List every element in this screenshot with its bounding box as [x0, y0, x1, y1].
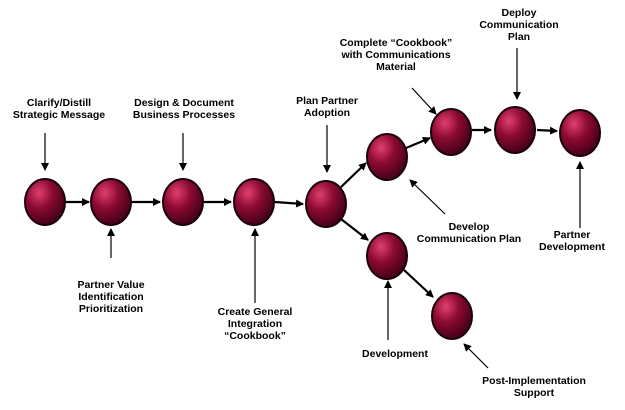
- label-post-impl: Post-Implementation Support: [482, 375, 586, 399]
- node-partner-dev: [559, 109, 601, 157]
- pointer-post-impl: [463, 343, 489, 369]
- label-clarify: Clarify/Distill Strategic Message: [12, 97, 106, 121]
- label-partner-value: Partner Value Identification Prioritizat…: [77, 279, 145, 315]
- label-design: Design & Document Business Processes: [132, 97, 236, 121]
- node-develop-comm: [366, 133, 408, 181]
- node-create-general: [233, 178, 275, 226]
- label-partner-dev: Partner Development: [539, 229, 605, 253]
- nodes: [24, 106, 601, 340]
- connectors: [64, 126, 558, 298]
- label-plan-partner: Plan Partner Adoption: [296, 95, 358, 119]
- node-design: [162, 178, 204, 226]
- node-deploy: [494, 106, 536, 154]
- pointer-complete-cookbook: [411, 87, 437, 115]
- pointer-arrows: [41, 48, 584, 369]
- connector-n6-n7: [405, 136, 431, 150]
- connector-n5-n6: [339, 162, 367, 189]
- label-development: Development: [362, 348, 428, 360]
- node-complete-cookbook: [430, 108, 472, 156]
- label-create-general: Create General Integration “Cookbook”: [217, 306, 293, 342]
- node-clarify: [24, 178, 66, 226]
- connector-n10-n11: [403, 269, 434, 298]
- connector-n4-n5: [274, 199, 304, 208]
- connector-n5-n10: [340, 218, 369, 241]
- node-post-impl: [431, 292, 473, 340]
- label-develop-comm: Develop Communication Plan: [416, 221, 522, 245]
- label-complete-cookbook: Complete “Cookbook” with Communications …: [339, 37, 453, 73]
- pointer-develop-comm: [409, 179, 446, 215]
- node-partner-value: [90, 178, 132, 226]
- node-development: [366, 232, 408, 280]
- label-deploy: Deploy Communication Plan: [479, 7, 559, 43]
- node-plan-partner: [305, 180, 347, 228]
- connector-n8-n9: [536, 126, 558, 135]
